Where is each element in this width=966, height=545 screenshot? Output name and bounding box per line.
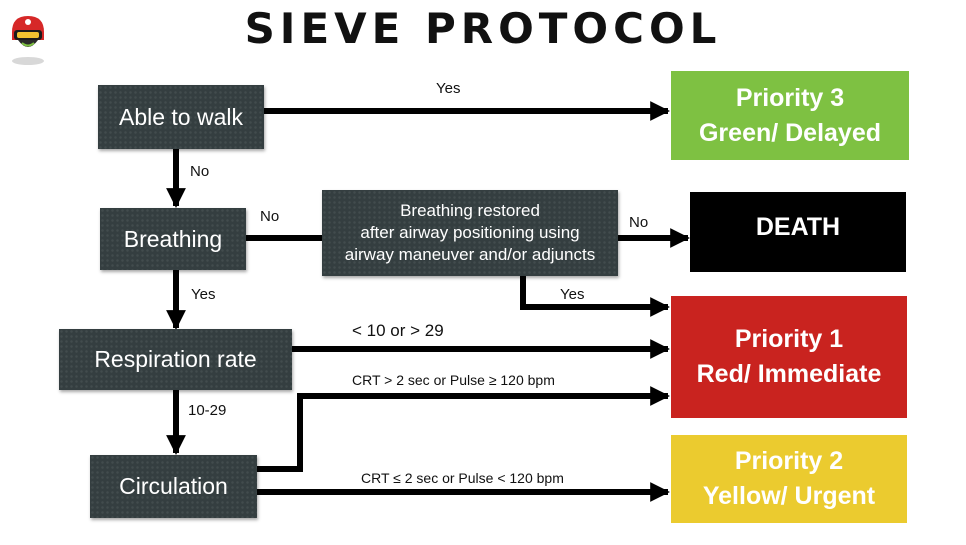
breathing-no-label: No <box>260 208 280 225</box>
circ-delayed-arrow <box>257 386 670 472</box>
resp-out-of-range-label: < 10 or > 29 <box>352 321 444 340</box>
priority-3-subtitle: Green/ Delayed <box>698 118 882 147</box>
airway-line-1: Breathing restored <box>400 201 540 220</box>
priority-1-subtitle: Red/ Immediate <box>696 360 882 388</box>
circulation-label: Circulation <box>119 473 228 499</box>
priority-2-title: Priority 2 <box>734 447 844 475</box>
circ-delayed-label: CRT > 2 sec or Pulse ≥ 120 bpm <box>352 372 555 388</box>
circ-normal-label: CRT ≤ 2 sec or Pulse < 120 bpm <box>361 470 564 486</box>
priority-3-box: Priority 3 Green/ Delayed <box>671 71 909 160</box>
breathing-node: Breathing <box>100 208 246 270</box>
respiration-rate-node: Respiration rate <box>59 329 292 390</box>
priority-2-subtitle: Yellow/ Urgent <box>702 482 876 510</box>
death-box: DEATH <box>690 192 906 272</box>
priority-1-box: Priority 1 Red/ Immediate <box>671 296 907 418</box>
airway-yes-arrow <box>520 276 670 317</box>
page-title: SIEVE PROTOCOL <box>244 4 722 53</box>
able-to-walk-node: Able to walk <box>98 85 264 149</box>
airway-line-3: airway maneuver and/or adjuncts <box>344 245 596 264</box>
respiration-rate-label: Respiration rate <box>94 346 257 372</box>
resp-normal-label: 10-29 <box>188 402 227 419</box>
able-to-walk-label: Able to walk <box>118 103 243 130</box>
breathing-label: Breathing <box>123 225 223 252</box>
airway-restored-node: Breathing restored after airway position… <box>322 190 618 276</box>
rescue-helmet-logo-icon <box>12 16 44 65</box>
breathing-yes-label: Yes <box>191 286 216 303</box>
walk-no-label: No <box>190 163 210 180</box>
priority-1-title: Priority 1 <box>734 325 844 353</box>
priority-3-title: Priority 3 <box>735 83 845 112</box>
death-title: DEATH <box>755 213 841 241</box>
circulation-node: Circulation <box>90 455 257 518</box>
airway-yes-label: Yes <box>560 286 585 303</box>
airway-no-label: No <box>629 214 649 231</box>
walk-yes-label: Yes <box>436 80 461 97</box>
airway-line-2: after airway positioning using <box>360 223 580 242</box>
priority-2-box: Priority 2 Yellow/ Urgent <box>671 435 907 523</box>
